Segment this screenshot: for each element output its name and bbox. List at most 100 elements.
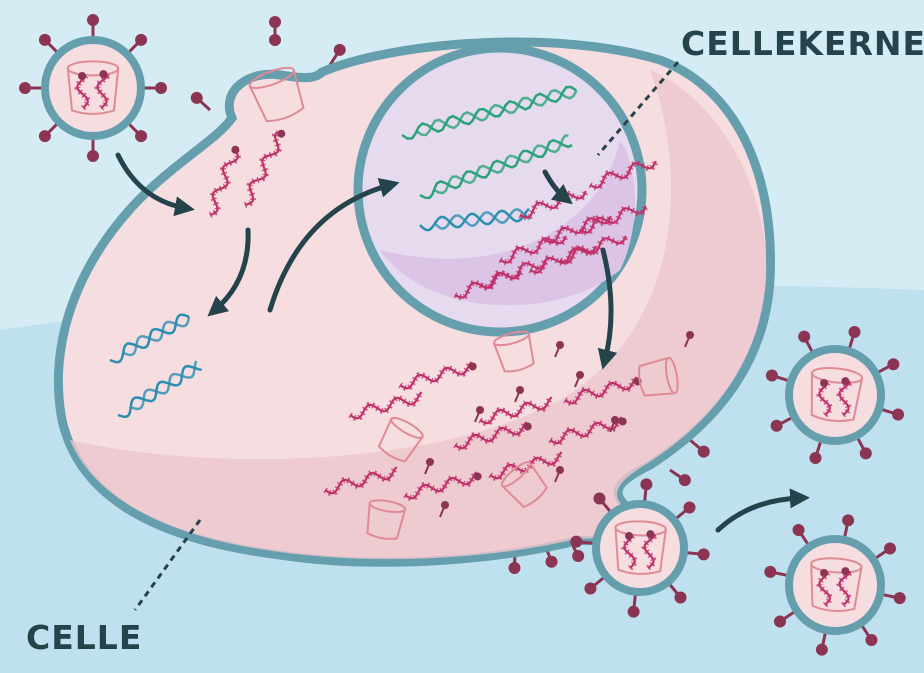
virus-envelope <box>785 345 885 445</box>
rna-strand <box>499 235 567 264</box>
capsid-body <box>810 563 863 612</box>
rna-strand <box>579 205 647 234</box>
virus-envelope <box>41 36 145 140</box>
capsid-body <box>614 527 667 575</box>
capsid <box>366 499 407 540</box>
rna-strand <box>399 361 473 390</box>
rna-cap <box>820 569 829 578</box>
virus-spike-head <box>815 643 828 656</box>
membrane-spike-head <box>545 555 558 568</box>
virus-spike-head <box>640 478 653 491</box>
virus-particle <box>764 514 906 656</box>
rna-strand <box>589 160 657 189</box>
virus-spike-head <box>674 591 687 604</box>
virus-spike-head <box>19 82 31 94</box>
rna-strand <box>349 391 423 420</box>
free-spike-head <box>441 501 449 509</box>
rna-strand <box>818 572 831 606</box>
arrow-export <box>597 247 618 370</box>
rna-cap <box>618 417 627 426</box>
capsid-top <box>614 520 667 537</box>
rna-strand <box>76 75 89 109</box>
virus-spike-head <box>627 605 640 618</box>
rna-cap <box>473 472 482 481</box>
rna-strand <box>818 382 831 416</box>
dna-strand-a <box>419 207 530 232</box>
capsid <box>638 356 679 397</box>
virus-spike-head <box>770 419 783 432</box>
dna-strands <box>109 85 578 419</box>
virus-spike-head <box>135 33 148 46</box>
cell-label: CELLE <box>26 618 143 657</box>
rna-strand <box>564 376 638 405</box>
membrane-spike-head <box>678 474 691 487</box>
virus-spike-head <box>842 514 855 527</box>
cell-leader-line <box>133 519 202 611</box>
virus-particle <box>19 14 167 162</box>
dna-strand-a <box>117 364 202 419</box>
rna-cap <box>646 530 655 539</box>
free-spike-head <box>576 371 584 379</box>
nucleus-shading <box>380 140 635 306</box>
arrow-release <box>715 488 810 533</box>
rna-strand <box>838 570 852 606</box>
membrane-spike-head <box>333 43 346 56</box>
virus-spike-head <box>87 150 99 162</box>
rna-cap <box>231 145 240 154</box>
rna-strand <box>838 380 852 416</box>
rna-cap <box>820 379 829 388</box>
virus-spike-head <box>859 447 872 460</box>
process-arrows <box>115 152 810 533</box>
rna-cap <box>841 377 850 386</box>
capsid-body <box>493 333 535 373</box>
virus-spike-head <box>792 523 805 536</box>
capsid <box>810 367 864 423</box>
rna-strand <box>454 270 522 299</box>
virus-spike-head <box>135 130 148 143</box>
virus-envelope <box>592 500 688 596</box>
arrow-entry <box>115 152 195 217</box>
capsid-body <box>66 68 120 115</box>
virus-spike-head <box>155 82 167 94</box>
rna-strands <box>208 129 659 502</box>
capsid-body <box>248 69 305 123</box>
capsid <box>66 60 120 115</box>
capsid <box>614 520 667 575</box>
free-spike-head <box>686 331 694 339</box>
virus-spike-head <box>593 492 606 505</box>
free-spike-head <box>556 466 564 474</box>
capsid-body <box>638 356 675 397</box>
virus-spike-head <box>570 535 583 548</box>
virus-spike-head <box>765 369 778 382</box>
free-spike-head <box>611 416 619 424</box>
membrane-spike-head <box>697 445 710 458</box>
rna-strand <box>244 131 280 207</box>
rna-cap <box>277 129 286 138</box>
rna-strand <box>454 421 528 450</box>
arrow-to-nucleus <box>267 178 400 313</box>
capsid-fragments <box>248 66 694 540</box>
arrow-transcription <box>542 169 573 205</box>
virus-spike-head <box>865 634 878 647</box>
virus-spike-head <box>887 358 900 371</box>
label-leaders <box>133 61 680 611</box>
rna-cap <box>625 532 634 541</box>
rna-cap <box>468 362 477 371</box>
rna-cap <box>841 567 850 576</box>
virus-particle <box>570 478 710 618</box>
free-spike-head <box>556 341 564 349</box>
capsid <box>492 330 535 373</box>
virus-spike-head <box>683 501 696 514</box>
rna-cap <box>99 70 108 79</box>
rna-strand <box>324 466 398 495</box>
membrane-spike-head <box>572 550 585 563</box>
nucleus-label: CELLEKERNE <box>681 24 924 63</box>
virus-spike-head <box>764 565 777 578</box>
free-spike-head <box>426 458 434 466</box>
membrane-spike-head <box>269 34 281 46</box>
virus-spike-head <box>892 408 905 421</box>
free-spike-head <box>516 386 524 394</box>
rna-strand <box>623 535 636 569</box>
